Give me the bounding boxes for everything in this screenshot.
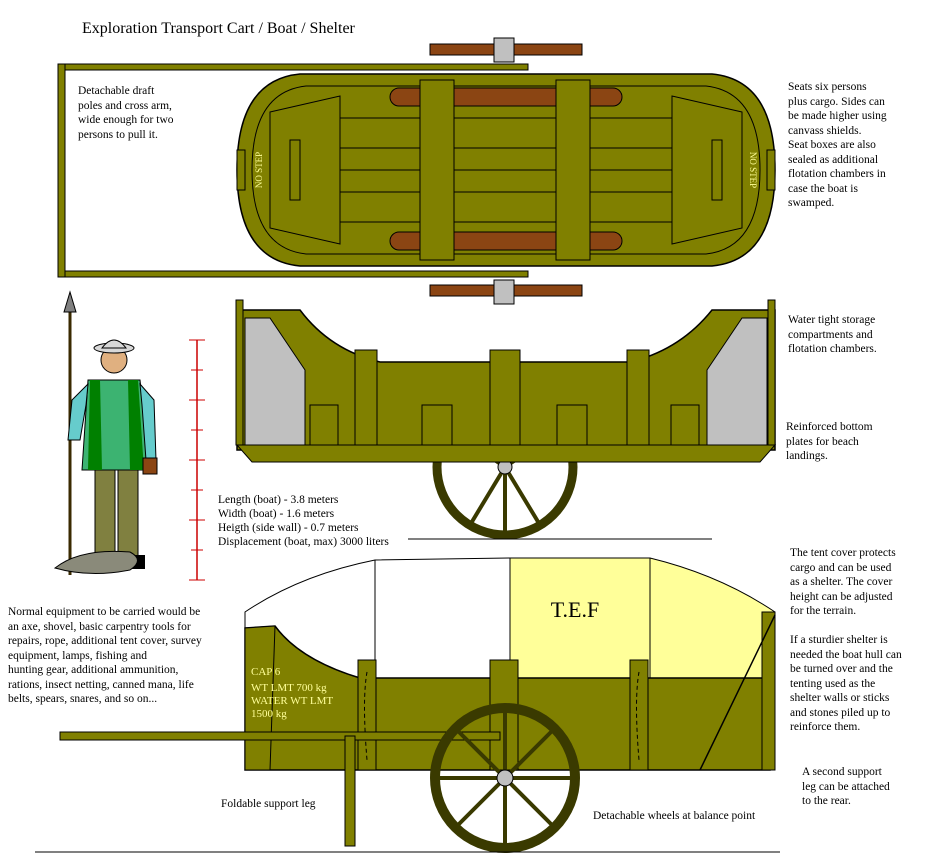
rear-support-leg (699, 614, 776, 771)
bow-cap (269, 95, 341, 245)
note-draft-poles: Detachable draft poles and cross arm, wi… (78, 85, 174, 141)
page-title: Exploration Transport Cart / Boat / Shel… (82, 20, 355, 37)
note-support-leg: Foldable support leg (221, 798, 316, 810)
wt-lmt-label: WT LMT 700 kg (251, 682, 327, 694)
top-view: NO STEP NO STEP (57, 37, 776, 305)
side-view (235, 299, 777, 540)
no-step-label-right: NO STEP (748, 152, 758, 188)
stern-cap (671, 95, 743, 245)
seat-board-1 (419, 79, 455, 261)
tent-mark: T.E.F (551, 597, 599, 622)
hub-bottom (493, 279, 515, 305)
draft-pole-top (57, 63, 529, 71)
water-wt-lmt-label: WATER WT LMT (251, 695, 333, 707)
note-wheels: Detachable wheels at balance point (593, 810, 756, 822)
storage-compartment-front (244, 317, 306, 446)
storage-compartment-rear (706, 317, 768, 446)
bottom-plate (235, 444, 777, 463)
water-wt-value-label: 1500 kg (251, 708, 287, 720)
note-sturdier-shelter: If a sturdier shelter is needed the boat… (790, 634, 902, 733)
cart-draft-pole (59, 731, 501, 741)
cart-wheel (430, 703, 580, 853)
draft-pole-bottom (57, 270, 529, 278)
hub-top (493, 37, 515, 63)
note-tent-cover: The tent cover protects cargo and can be… (790, 547, 896, 617)
note-storage: Water tight storage compartments and flo… (788, 314, 877, 355)
height-scale (189, 339, 205, 581)
person-figure (53, 290, 158, 575)
seat-board-2 (555, 79, 591, 261)
note-specs: Length (boat) - 3.8 meters Width (boat) … (218, 494, 389, 548)
cart-view: T.E.F CAP 6 WT LM (35, 557, 780, 853)
foldable-support-leg (344, 735, 356, 847)
cap-label: CAP 6 (251, 666, 281, 678)
note-second-leg: A second support leg can be attached to … (802, 766, 890, 807)
cross-arm (57, 63, 66, 278)
note-seats: Seats six persons plus cargo. Sides can … (788, 81, 887, 209)
no-step-label-left: NO STEP (254, 152, 264, 188)
note-bottom-plates: Reinforced bottom plates for beach landi… (786, 421, 873, 462)
note-equipment: Normal equipment to be carried would be … (8, 606, 202, 705)
